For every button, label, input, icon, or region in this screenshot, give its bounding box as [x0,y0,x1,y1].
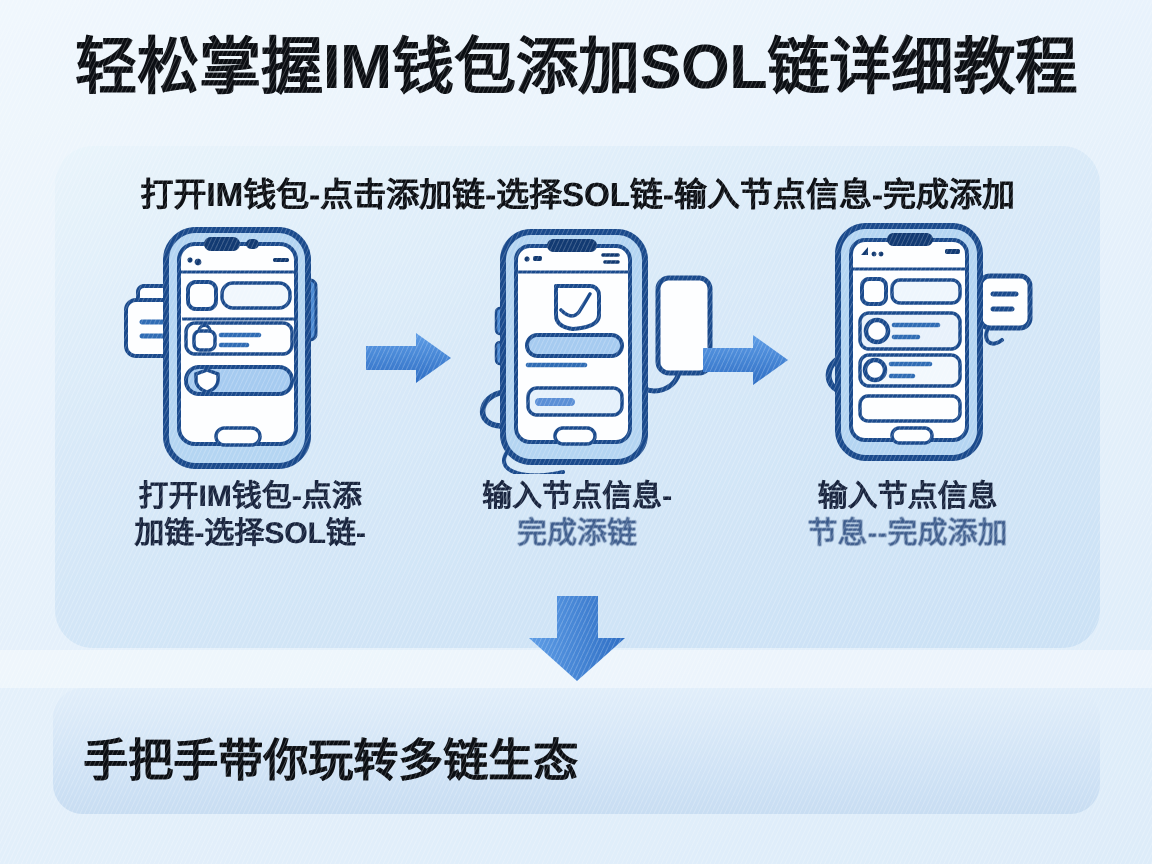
footer-text: 手把手带你玩转多链生态 [83,735,579,786]
right-arrow-icon [703,334,789,391]
status-bar-icons [187,257,289,266]
app-list-row-icon [186,280,292,311]
side-card-icon [655,275,713,376]
radio-row-icon [858,353,962,388]
input-field-filled [525,333,624,358]
bottom-swoosh [502,450,565,474]
wallet-bag-icon [184,321,294,356]
status-bar-icons [861,247,960,257]
empty-field-icon [858,394,962,423]
step-2-caption: 输入节点信息- 完成添链 [427,478,727,552]
caption-line: 打开IM钱包-点添 [138,480,362,513]
shield-highlight-icon [184,365,294,396]
caption-line: 节息--完成添加 [807,517,1008,550]
step-1-caption: 打开IM钱包-点添 加链-选择SOL链- [100,478,400,552]
side-card-arm [642,370,682,394]
status-bar-icons [524,253,620,264]
list-row-icon [860,277,962,306]
phone-3-svg [825,223,1033,461]
caption-line: 输入节点信息- [482,480,672,513]
caption-line: 完成添链 [517,517,637,550]
home-pill-icon [553,426,597,446]
radio-row-icon [858,311,962,351]
home-pill-icon [214,426,262,447]
footer-panel: 手把手带你玩转多链生态 [53,688,1100,814]
phone-2-svg [479,229,713,474]
notch-icon [547,239,597,252]
input-field-outline [526,386,624,417]
down-arrow-icon [527,596,627,687]
phone-step-3-illustration [808,218,1038,468]
flow-subtitle: 打开IM钱包-点击添加链-选择SOL链-输入节点信息-完成添加 [140,176,1015,213]
tutorial-flow-panel: 打开IM钱包-点击添加链-选择SOL链-输入节点信息-完成添加 [55,146,1100,648]
phone-1-svg [124,227,318,469]
notch-icon [204,237,259,251]
caption-line: 输入节点信息 [817,480,998,513]
chat-bubble-icon [977,273,1033,346]
phone-step-1-illustration [118,222,328,472]
page-title: 轻松掌握IM钱包添加SOL链详细教程 [74,33,1078,102]
home-pill-icon [890,426,934,445]
right-arrow-icon [366,332,452,389]
phone-step-2-illustration [455,222,715,474]
caption-line: 加链-选择SOL链- [134,517,366,550]
shield-check-icon [554,284,601,331]
notch-icon [887,233,933,246]
step-3-caption: 输入节点信息 节息--完成添加 [755,478,1060,552]
